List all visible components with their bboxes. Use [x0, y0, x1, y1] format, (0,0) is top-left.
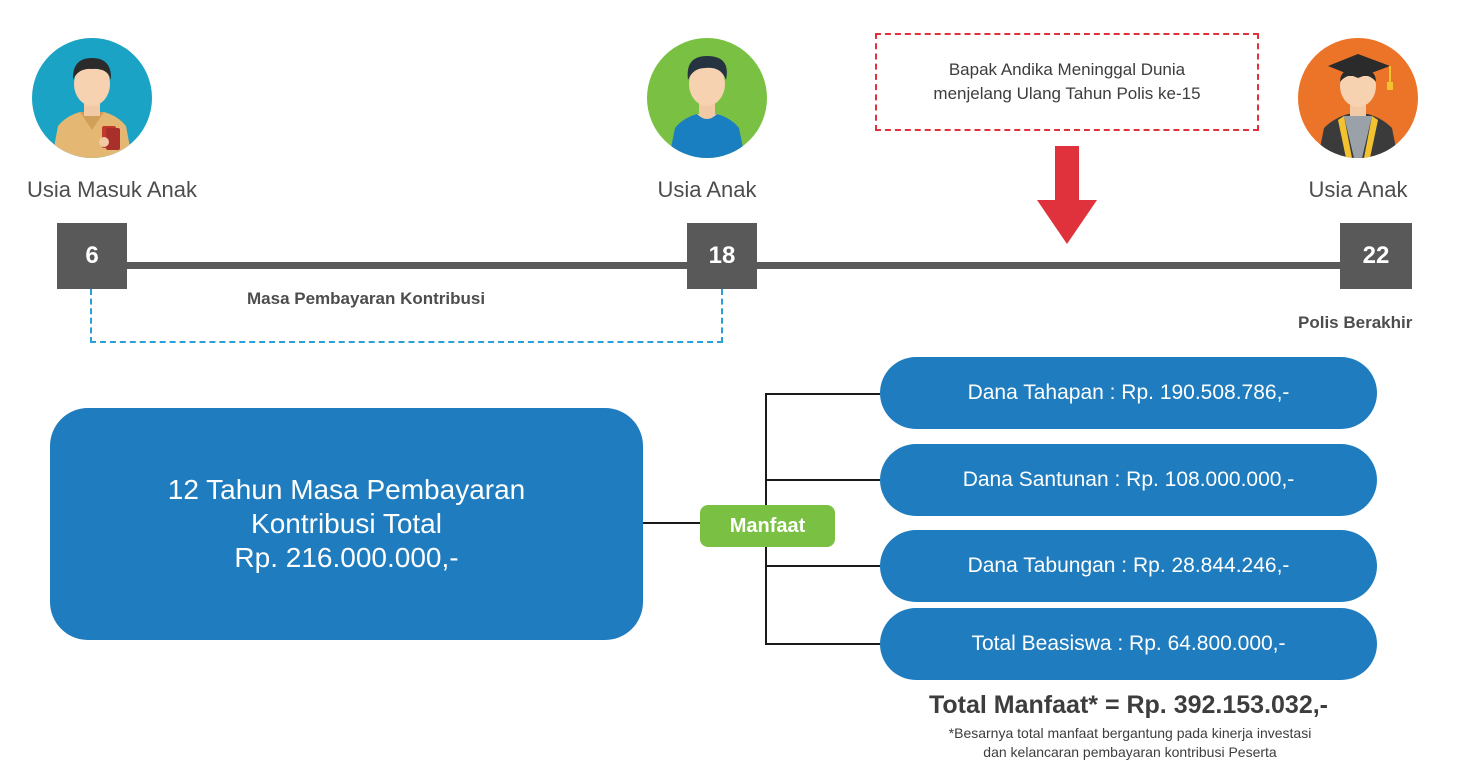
child-18-avatar: [647, 38, 767, 158]
contribution-box: 12 Tahun Masa Pembayaran Kontribusi Tota…: [50, 408, 643, 640]
death-note-line2: menjelang Ulang Tahun Polis ke-15: [933, 84, 1201, 103]
payment-period-bracket: [90, 289, 723, 343]
contribution-line2: Kontribusi Total: [251, 508, 442, 539]
benefit-dana-tahapan: Dana Tahapan : Rp. 190.508.786,-: [880, 357, 1377, 429]
age-box-18: 18: [687, 223, 757, 289]
total-benefit: Total Manfaat* = Rp. 392.153.032,-: [929, 691, 1328, 719]
policy-end-label: Polis Berakhir: [1298, 313, 1413, 332]
benefit-dana-tabungan: Dana Tabungan : Rp. 28.844.246,-: [880, 530, 1377, 602]
age-box-6: 6: [57, 223, 127, 289]
teenager-icon: [647, 38, 767, 158]
connector-branch-2: [765, 479, 880, 481]
footnote: *Besarnya total manfaat bergantung pada …: [850, 724, 1410, 762]
connector-branch-1: [765, 393, 880, 395]
death-note-line1: Bapak Andika Meninggal Dunia: [948, 60, 1186, 79]
age-box-22: 22: [1340, 223, 1412, 289]
benefit-total-beasiswa: Total Beasiswa : Rp. 64.800.000,-: [880, 608, 1377, 680]
graduate-icon: [1298, 38, 1418, 158]
stage-label-22: Usia Anak: [1308, 177, 1408, 202]
manfaat-badge: Manfaat: [700, 505, 835, 547]
payment-period-label: Masa Pembayaran Kontribusi: [247, 289, 486, 308]
stage-label-entry: Usia Masuk Anak: [27, 177, 197, 202]
benefit-dana-santunan: Dana Santunan : Rp. 108.000.000,-: [880, 444, 1377, 516]
stage-label-18: Usia Anak: [657, 177, 757, 202]
contribution-line1: 12 Tahun Masa Pembayaran: [167, 474, 526, 505]
child-entry-avatar: [32, 38, 152, 158]
death-note: Bapak Andika Meninggal Dunia menjelang U…: [875, 33, 1259, 131]
schoolchild-icon: [32, 38, 152, 158]
graduate-avatar: [1298, 38, 1418, 158]
connector-main: [643, 522, 701, 524]
connector-branch-4: [765, 643, 880, 645]
footnote-line1: *Besarnya total manfaat bergantung pada …: [948, 725, 1312, 741]
connector-branch-3: [765, 565, 880, 567]
footnote-line2: dan kelancaran pembayaran kontribusi Pes…: [983, 744, 1277, 760]
contribution-line3: Rp. 216.000.000,-: [234, 542, 459, 573]
down-arrow-icon: [1037, 146, 1097, 244]
